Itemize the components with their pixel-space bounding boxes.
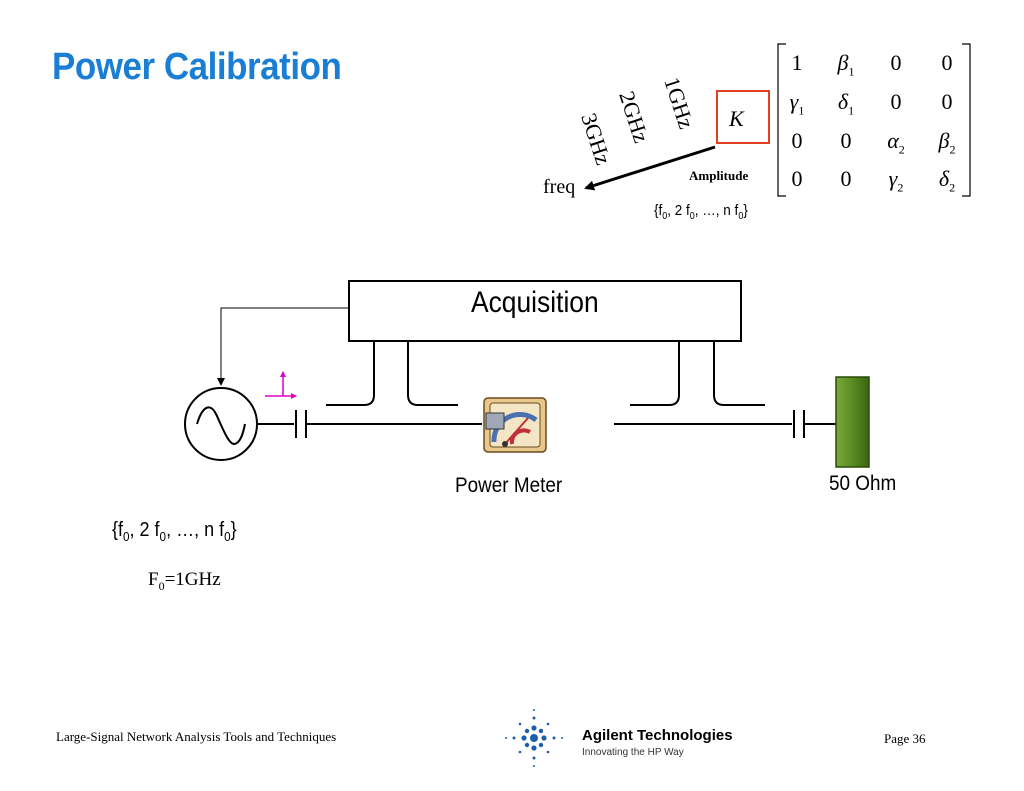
matrix-cell: β1 — [837, 50, 855, 79]
matrix-cell: 0 — [890, 50, 902, 75]
company-name: Agilent Technologies — [582, 727, 733, 744]
page-number: Page 36 — [884, 731, 926, 746]
harmonics-label-bottom: {f0, 2 f0, …, n f0} — [112, 519, 237, 544]
matrix-bracket-right — [962, 43, 971, 197]
matrix-cell: δ2 — [938, 166, 956, 195]
matrix-cell: 1 — [791, 50, 803, 75]
k-label: K — [729, 106, 744, 131]
coupler-right-arm-2 — [713, 341, 765, 406]
matrix-cell: δ1 — [837, 89, 855, 118]
power-meter-label: Power Meter — [455, 474, 563, 497]
harmonics-label-top: {f0, 2 f0, …, n f0} — [654, 202, 748, 222]
trigger-line — [217, 307, 349, 386]
matrix-cell: 0 — [791, 128, 803, 153]
matrix-cell: β2 — [938, 128, 956, 157]
load-label: 50 Ohm — [829, 472, 897, 495]
freq-axis-label: freq — [543, 176, 576, 198]
coupler-left-arm-2 — [407, 341, 458, 406]
freq-axis-arrow — [584, 145, 716, 191]
company-tagline: Innovating the HP Way — [582, 747, 684, 758]
matrix-cell: 0 — [890, 89, 902, 114]
matrix-cell: γ2 — [888, 166, 904, 195]
power-meter-icon — [483, 397, 547, 453]
matrix-cell: 0 — [941, 89, 953, 114]
matrix-cell: 0 — [791, 166, 803, 191]
matrix-cell: α2 — [887, 128, 905, 157]
matrix-cell: 0 — [941, 50, 953, 75]
matrix-bracket-left — [777, 43, 786, 197]
matrix-cell: 0 — [840, 166, 852, 191]
f0-label: F0=1GHz — [148, 569, 221, 593]
agilent-logo-icon — [505, 709, 563, 767]
page-title: Power Calibration — [52, 46, 342, 88]
acquisition-box — [348, 280, 742, 342]
k-box — [716, 90, 770, 144]
amplitude-label: Amplitude — [689, 168, 749, 183]
coupler-left-arm-1 — [326, 341, 375, 406]
matrix-cell: 0 — [840, 128, 852, 153]
load-50-ohm — [835, 376, 870, 468]
matrix-cell: γ1 — [789, 89, 805, 118]
acquisition-label: Acquisition — [471, 286, 599, 319]
coupler-right-arm-1 — [630, 341, 680, 406]
footer-left-text: Large-Signal Network Analysis Tools and … — [56, 729, 337, 744]
sine-wave-icon — [196, 406, 246, 446]
